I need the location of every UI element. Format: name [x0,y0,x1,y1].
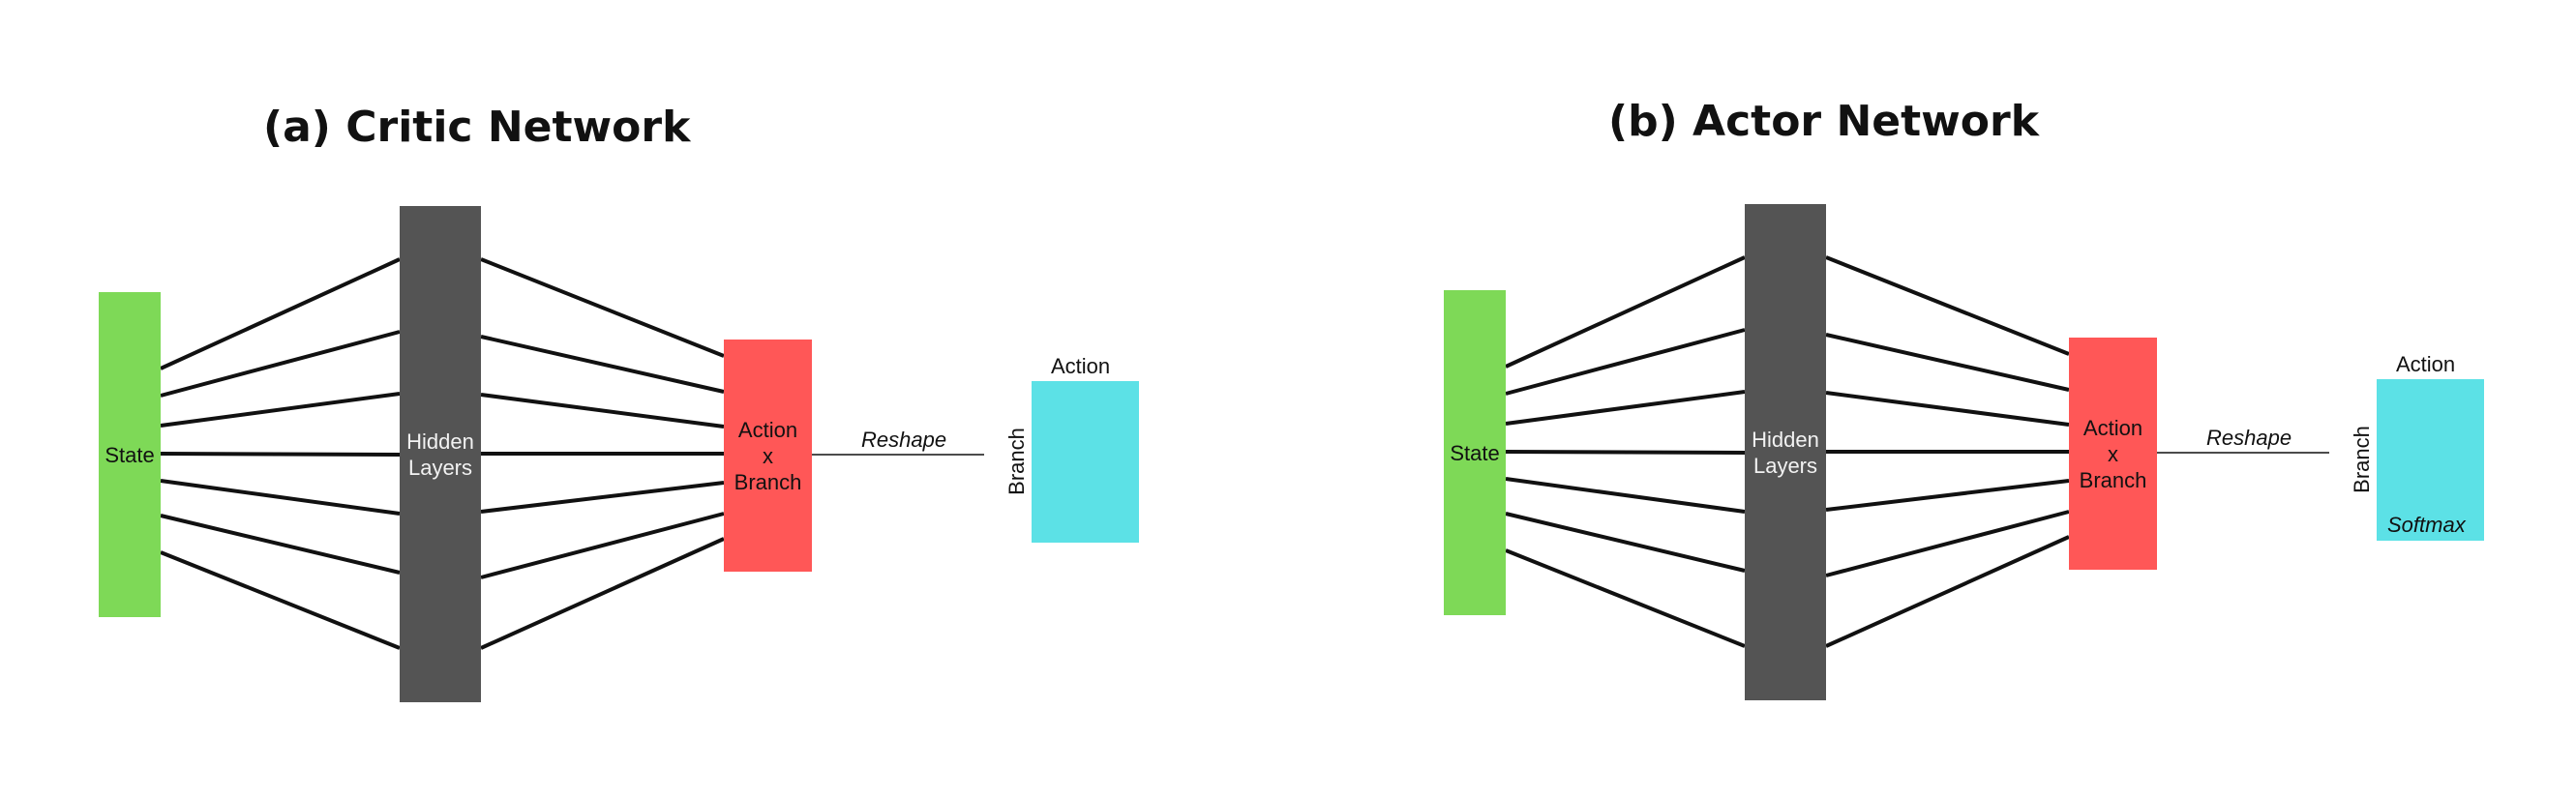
critic-edge [160,550,401,650]
actor-edge [1505,450,1746,455]
actor-edge [1505,255,1746,369]
actor-output-label-3: Branch [2079,467,2147,492]
critic-edge [160,392,401,428]
actor-hidden-layers-box: Hidden Layers [1745,204,1826,700]
critic-state-box: State [99,292,161,617]
critic-edge [480,335,725,394]
critic-output-label-2: x [763,443,773,468]
critic-edge [480,512,725,579]
critic-edge [160,257,401,370]
critic-branch-label: Branch [1004,428,1029,495]
critic-hidden-label-2: Layers [407,455,473,480]
critic-hidden-label-1: Hidden [406,429,474,454]
actor-output-label-1: Action [2082,415,2143,440]
critic-state-label: State [105,442,155,467]
critic-edge [160,330,401,398]
critic-edge [480,393,725,429]
actor-edge [1505,328,1746,396]
actor-branch-label: Branch [2350,426,2374,493]
critic-edge [160,479,401,516]
actor-edge [1825,333,2070,392]
critic-hidden-layers-box: Hidden Layers [400,206,481,702]
critic-output-box: Action x Branch [724,340,812,572]
actor-hidden-label-2: Layers [1752,453,1818,478]
actor-edge [1825,510,2070,577]
actor-connections [1505,255,2329,648]
actor-edge [1825,535,2070,648]
actor-output-label-2: x [2108,441,2118,466]
critic-output-label-1: Action [737,417,798,442]
critic-action-label: Action [1051,354,1111,378]
actor-edge [1825,479,2070,512]
actor-state-box: State [1444,290,1506,615]
critic-edge [160,452,401,457]
actor-output-box: Action x Branch [2069,338,2157,570]
actor-action-label: Action [2396,352,2456,376]
critic-output-label-3: Branch [734,469,802,494]
critic-network-panel: (a) Critic Network State Hidden Layers [99,103,1139,702]
critic-edge [480,537,725,650]
critic-edge [480,257,725,358]
critic-edge [480,481,725,514]
actor-softmax-label: Softmax [2387,513,2466,537]
actor-network-panel: (b) Actor Network State Hidden Layers [1288,0,2576,798]
actor-hidden-label-1: Hidden [1752,427,1819,452]
critic-edge [160,514,401,575]
actor-edge [1505,548,1746,648]
critic-action-box [1032,381,1139,543]
actor-edge [1825,391,2070,427]
actor-title: (b) Actor Network [1608,97,2039,146]
actor-state-label: State [1450,440,1500,465]
actor-edge [1505,512,1746,573]
critic-reshape-label: Reshape [861,428,947,452]
actor-edge [1825,255,2070,356]
critic-title: (a) Critic Network [263,103,691,152]
actor-reshape-label: Reshape [2206,426,2292,450]
actor-action-box [2377,379,2484,541]
actor-edge [1505,477,1746,514]
critic-connections [160,257,984,650]
actor-edge [1505,390,1746,426]
